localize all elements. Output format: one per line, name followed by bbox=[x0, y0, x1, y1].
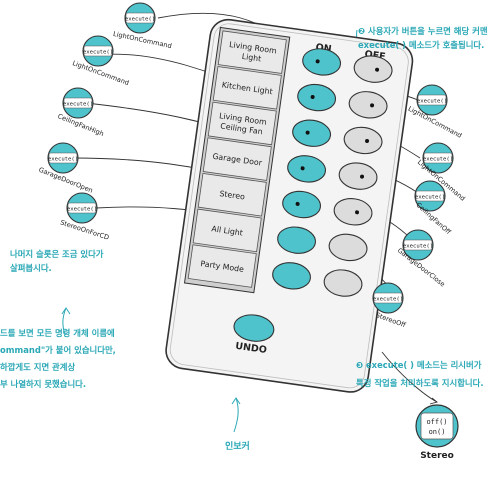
command-object: execute()LightOnCommand bbox=[71, 35, 130, 87]
execute-method: execute() bbox=[67, 207, 97, 213]
slot-label: Stereo bbox=[219, 189, 246, 201]
invoker-arrow bbox=[233, 397, 239, 433]
execute-box bbox=[373, 292, 403, 304]
execute-method: execute() bbox=[423, 157, 453, 163]
slot-label: Light bbox=[241, 52, 262, 64]
button-anchor-dot bbox=[310, 95, 315, 100]
note-execute-called: ❷ 사용자가 버튼을 누르면 해당 커맨 execute( ) 메소드가 호출됩… bbox=[358, 24, 488, 52]
receiver-name: Stereo bbox=[420, 451, 454, 461]
note-line: 살펴봅시다. bbox=[10, 263, 52, 273]
execute-method: execute() bbox=[48, 157, 78, 163]
receiver-method: off() bbox=[426, 418, 447, 426]
note-arrowhead bbox=[61, 307, 71, 315]
note-receiver-instruct: ❸ execute( ) 메소드는 리시버가 특정 작업을 처리하도록 지시합니… bbox=[356, 356, 484, 392]
receiver-arrowhead bbox=[429, 397, 438, 405]
invoker-arrowhead bbox=[231, 397, 241, 405]
execute-box bbox=[415, 190, 445, 202]
slot-label-box bbox=[212, 66, 282, 110]
slot-label: All Light bbox=[211, 224, 244, 237]
slot-label-box bbox=[217, 30, 287, 74]
command-object: execute()CeilingFanHigh bbox=[56, 87, 105, 138]
note-line: 드를 보면 모든 명령 개체 이름에 bbox=[0, 328, 115, 338]
note-line: execute( ) 메소드가 호출됩니다. bbox=[358, 40, 485, 50]
off-button[interactable] bbox=[332, 196, 373, 227]
execute-method: execute() bbox=[125, 17, 155, 23]
execute-method: execute() bbox=[417, 99, 447, 105]
off-button[interactable] bbox=[327, 232, 368, 263]
invoker-label: 인보커 bbox=[225, 442, 250, 452]
command-name: StereoOff bbox=[375, 311, 408, 329]
remote-inner-edge bbox=[169, 23, 409, 389]
execute-box bbox=[48, 152, 78, 164]
command-object: execute()LightOnCommand bbox=[112, 2, 172, 50]
slot-label-box bbox=[187, 244, 257, 288]
receiver-method: on() bbox=[429, 428, 446, 436]
button-anchor-dot bbox=[365, 139, 370, 144]
execute-method: execute() bbox=[83, 50, 113, 56]
slot-label-box bbox=[207, 101, 277, 146]
off-button[interactable] bbox=[337, 161, 378, 192]
on-button[interactable] bbox=[271, 260, 312, 291]
on-button[interactable] bbox=[301, 46, 342, 77]
command-object: execute()LightOnCommand bbox=[407, 84, 463, 140]
note-line: 특정 작업을 처리하도록 지시합니다. bbox=[356, 378, 484, 388]
command-object: execute()StereoOnForCD bbox=[59, 192, 110, 242]
receiver-stereo: off() on() Stereo bbox=[415, 404, 459, 461]
execute-box bbox=[417, 94, 447, 106]
button-anchor-dot bbox=[375, 67, 380, 72]
off-button[interactable] bbox=[342, 125, 383, 156]
off-button[interactable] bbox=[347, 89, 388, 120]
note-command-names: 드를 보면 모든 명령 개체 이름에 ommand"가 붙어 있습니다만, 하깝… bbox=[0, 325, 116, 393]
button-anchor-dot bbox=[305, 130, 310, 135]
note-arrow bbox=[62, 307, 67, 336]
execute-method: execute() bbox=[63, 102, 93, 108]
button-anchor-dot bbox=[370, 103, 375, 108]
receiver-arrow bbox=[381, 351, 438, 403]
command-object: execute() StereoOff bbox=[372, 282, 408, 329]
execute-box bbox=[83, 45, 113, 57]
on-button[interactable] bbox=[276, 225, 317, 256]
note-line: 나머지 슬롯은 조금 있다가 bbox=[10, 249, 104, 259]
execute-method: execute() bbox=[403, 244, 433, 250]
undo-label: UNDO bbox=[235, 341, 268, 356]
off-button[interactable] bbox=[322, 268, 363, 299]
note-line: ❸ execute( ) 메소드는 리시버가 bbox=[356, 360, 482, 370]
execute-method: execute() bbox=[373, 297, 403, 303]
on-button[interactable] bbox=[286, 153, 327, 184]
note-line: 부 나열하지 못했습니다. bbox=[0, 379, 87, 389]
note-line: ommand"가 붙어 있습니다만, bbox=[0, 345, 116, 355]
undo-button[interactable] bbox=[232, 312, 275, 343]
command-object: execute()GarageDoorClose bbox=[396, 229, 447, 288]
on-button[interactable] bbox=[296, 82, 337, 113]
receiver-method-box bbox=[420, 412, 454, 440]
note-remaining-slots: 나머지 슬롯은 조금 있다가 살펴봅시다. bbox=[10, 247, 104, 275]
on-button[interactable] bbox=[291, 118, 332, 149]
note-line: 하깝게도 지면 관계상 bbox=[0, 362, 76, 372]
button-anchor-dot bbox=[355, 210, 360, 215]
button-anchor-dot bbox=[295, 201, 300, 206]
command-object: execute()GarageDoorOpen bbox=[38, 142, 94, 195]
execute-box bbox=[125, 12, 155, 24]
button-anchor-dot bbox=[360, 174, 365, 179]
slot-label-box bbox=[192, 208, 262, 253]
button-anchor-dot bbox=[300, 166, 305, 171]
execute-method: execute() bbox=[415, 195, 445, 201]
execute-box bbox=[67, 202, 97, 214]
note-line: ❷ 사용자가 버튼을 누르면 해당 커맨 bbox=[358, 26, 488, 36]
off-button[interactable] bbox=[352, 54, 393, 85]
on-button[interactable] bbox=[281, 189, 322, 220]
slot-label-box bbox=[197, 173, 267, 217]
execute-box bbox=[423, 152, 453, 164]
execute-box bbox=[63, 97, 93, 109]
button-anchor-dot bbox=[315, 59, 320, 64]
slot-label-box bbox=[202, 137, 272, 181]
execute-box bbox=[403, 239, 433, 251]
